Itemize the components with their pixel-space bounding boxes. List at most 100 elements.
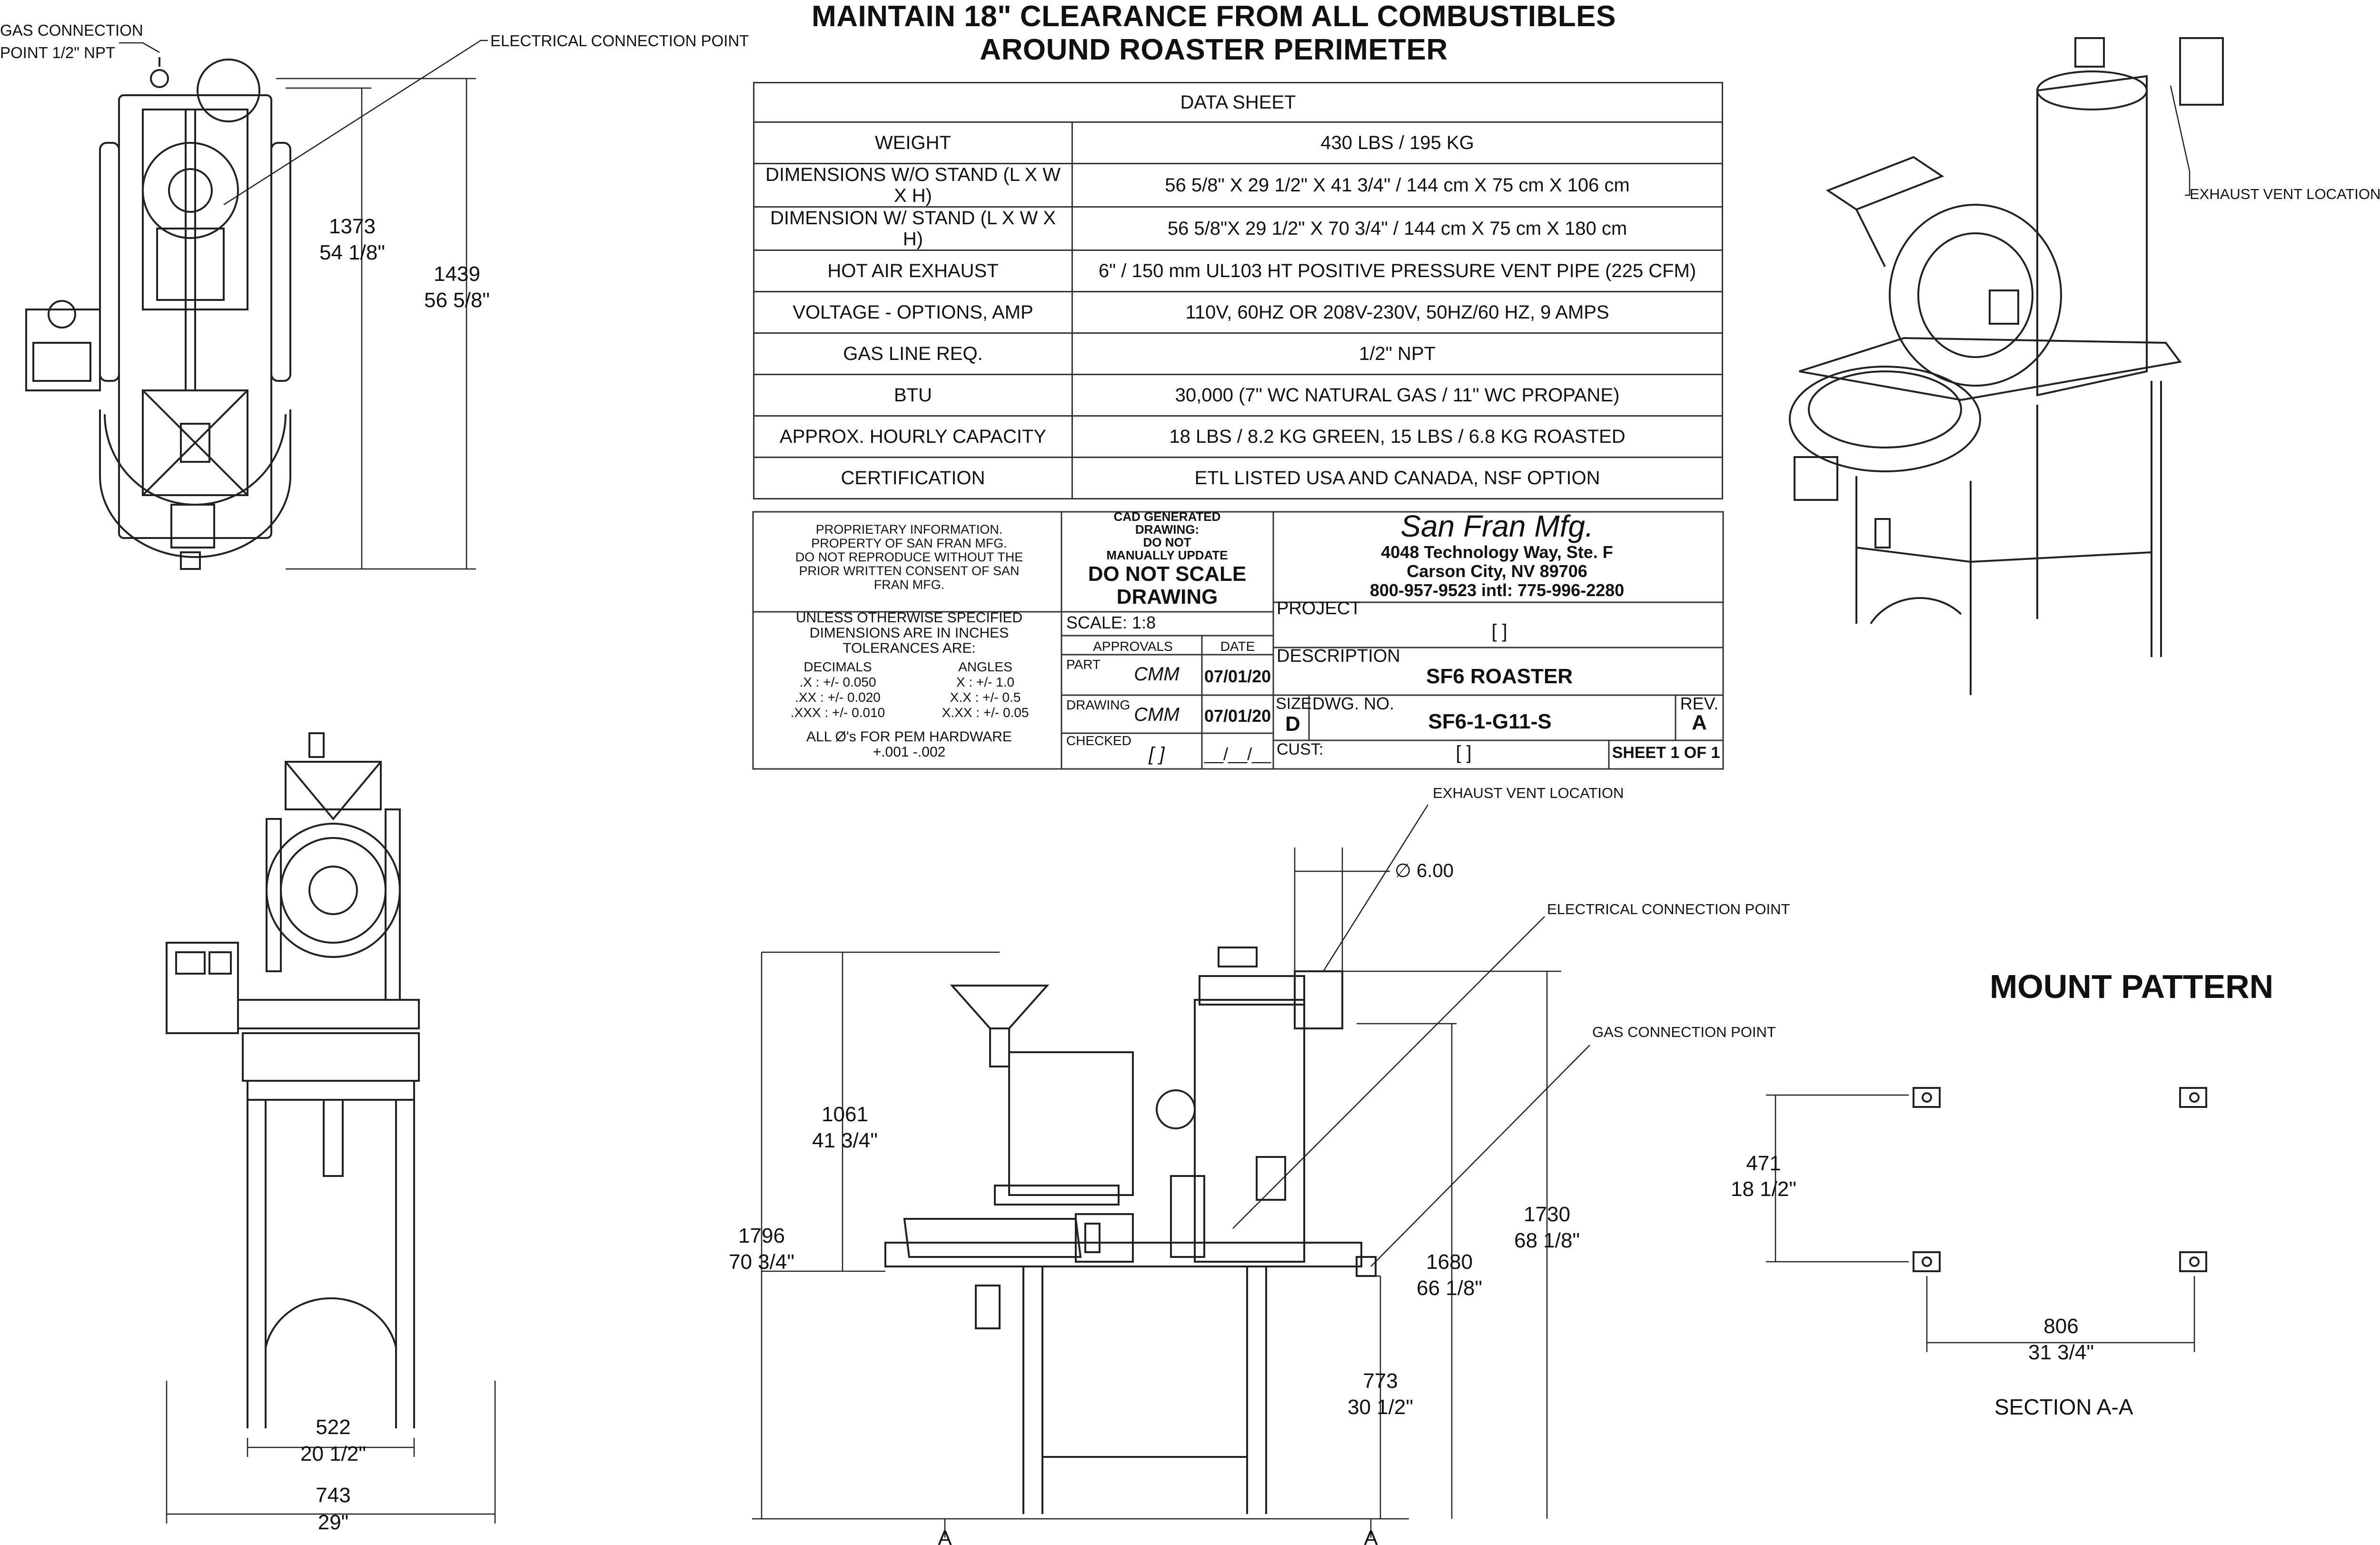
- noscale-line: DO NOT SCALE: [1088, 562, 1247, 586]
- mount-pattern-title: MOUNT PATTERN: [1990, 968, 2274, 1005]
- decimal-row: .XX : +/- 0.020: [795, 690, 881, 705]
- table-row: GAS LINE REQ.1/2" NPT: [753, 332, 1723, 375]
- exhaust-label-iso: EXHAUST VENT LOCATION: [2190, 186, 2380, 202]
- elec-label-top: ELECTRICAL CONNECTION POINT: [490, 32, 749, 50]
- diameter-label: ∅ 6.00: [1395, 860, 1454, 881]
- row-key: VOLTAGE - OPTIONS, AMP: [753, 291, 1073, 334]
- section-marker-left: A: [938, 1526, 952, 1545]
- dim-1439: 1439: [434, 262, 480, 286]
- row-key: HOT AIR EXHAUST: [753, 249, 1073, 292]
- proprietary-note: PROPRIETARY INFORMATION. PROPERTY OF SAN…: [762, 523, 1057, 592]
- tolerance-line: DIMENSIONS ARE IN INCHES: [809, 625, 1009, 641]
- dim-471: 471: [1746, 1152, 1781, 1175]
- dim-1730-in: 68 1/8": [1514, 1229, 1580, 1252]
- row-value: 56 5/8" X 29 1/2" X 41 3/4" / 144 cm X 7…: [1071, 163, 1723, 208]
- cad-note: CAD GENERATED DRAWING: DO NOT MANUALLY U…: [1062, 510, 1272, 562]
- dim-1680: 1680: [1426, 1250, 1473, 1274]
- dim-806: 806: [2043, 1315, 2078, 1338]
- gas-label-1: GAS CONNECTION: [0, 21, 143, 39]
- date-label: DATE: [1220, 639, 1255, 654]
- size-label: SIZE: [1276, 695, 1312, 713]
- row-value: 56 5/8"X 29 1/2" X 70 3/4" / 144 cm X 75…: [1071, 206, 1723, 251]
- data-sheet-title: DATA SHEET: [753, 82, 1723, 123]
- dim-471-in: 18 1/2": [1731, 1177, 1796, 1201]
- cad-line: CAD GENERATED: [1113, 509, 1221, 524]
- gas-label-side: GAS CONNECTION POINT: [1592, 1024, 1776, 1040]
- decimal-row: .XXX : +/- 0.010: [790, 705, 885, 720]
- front-view: [166, 732, 420, 1428]
- sheet-number: SHEET 1 OF 1: [1612, 744, 1720, 762]
- dim-773: 773: [1363, 1369, 1398, 1393]
- decimals-label: DECIMALS: [803, 659, 872, 674]
- proprietary-line: PRIOR WRITTEN CONSENT OF SAN: [799, 564, 1020, 578]
- row-key: DIMENSIONS W/O STAND (L X W X H): [753, 163, 1073, 208]
- cust-label: CUST:: [1277, 740, 1324, 758]
- rev-value: A: [1692, 711, 1707, 734]
- row-value: ETL LISTED USA AND CANADA, NSF OPTION: [1071, 457, 1723, 499]
- angle-row: X.XX : +/- 0.05: [942, 705, 1029, 720]
- drawing-initials: CMM: [1134, 704, 1180, 725]
- address-line: 800-957-9523 intl: 775-996-2280: [1369, 580, 1625, 600]
- header-line-2: AROUND ROASTER PERIMETER: [980, 33, 1448, 66]
- scale-label: SCALE: 1:8: [1066, 613, 1156, 632]
- dim-743: 743: [316, 1484, 350, 1507]
- pem-note: ALL Ø's FOR PEM HARDWARE +.001 -.002: [762, 729, 1057, 760]
- top-view: [25, 57, 291, 570]
- proprietary-line: PROPRIETARY INFORMATION.: [815, 522, 1003, 537]
- dim-806-in: 31 3/4": [2028, 1341, 2094, 1364]
- dwg-no-label: DWG. NO.: [1312, 694, 1394, 713]
- part-label: PART: [1066, 657, 1101, 672]
- dim-1796-in: 70 3/4": [729, 1250, 794, 1274]
- table-row: DIMENSIONS W/O STAND (L X W X H)56 5/8" …: [753, 163, 1723, 208]
- proprietary-line: FRAN MFG.: [873, 578, 945, 592]
- size-value: D: [1285, 712, 1300, 736]
- address-line: Carson City, NV 89706: [1407, 561, 1587, 581]
- part-initials: CMM: [1134, 664, 1180, 685]
- address-line: 4048 Technology Way, Ste. F: [1381, 542, 1613, 562]
- dim-1439-in: 56 5/8": [424, 289, 490, 312]
- angles-block: ANGLES X : +/- 1.0 X.X : +/- 0.5 X.XX : …: [914, 659, 1057, 720]
- part-date: 07/01/20: [1204, 667, 1271, 686]
- tolerance-line: UNLESS OTHERWISE SPECIFIED: [795, 610, 1023, 626]
- cust-value: [ ]: [1456, 742, 1472, 763]
- dim-1373: 1373: [329, 215, 376, 238]
- elec-label-side: ELECTRICAL CONNECTION POINT: [1547, 901, 1790, 917]
- iso-view: [1789, 37, 2224, 695]
- proprietary-line: DO NOT REPRODUCE WITHOUT THE: [795, 550, 1023, 564]
- title-block-grid: [752, 511, 1724, 770]
- description-value: SF6 ROASTER: [1426, 665, 1573, 688]
- dim-1796: 1796: [738, 1224, 785, 1247]
- tolerance-title: UNLESS OTHERWISE SPECIFIED DIMENSIONS AR…: [762, 610, 1057, 656]
- dim-1061: 1061: [822, 1103, 868, 1126]
- cad-line: DRAWING:: [1135, 522, 1200, 537]
- no-scale-note: DO NOT SCALE DRAWING: [1062, 563, 1272, 608]
- row-value: 18 LBS / 8.2 KG GREEN, 15 LBS / 6.8 KG R…: [1071, 415, 1723, 458]
- side-view: [884, 947, 1377, 1514]
- dim-743-in: 29": [318, 1511, 349, 1534]
- row-key: WEIGHT: [753, 121, 1073, 164]
- drawing-date: 07/01/20: [1204, 706, 1271, 726]
- project-value: [ ]: [1491, 621, 1507, 642]
- dim-1373-in: 54 1/8": [319, 241, 385, 264]
- dim-522: 522: [316, 1415, 350, 1439]
- checked-initials: [ ]: [1149, 744, 1165, 765]
- cad-line: MANUALLY UPDATE: [1106, 548, 1228, 562]
- table-row: DIMENSION W/ STAND (L X W X H)56 5/8"X 2…: [753, 206, 1723, 251]
- angles-label: ANGLES: [958, 659, 1012, 674]
- row-value: 110V, 60HZ OR 208V-230V, 50HZ/60 HZ, 9 A…: [1071, 291, 1723, 334]
- cad-line: DO NOT: [1143, 535, 1191, 549]
- description-label: DESCRIPTION: [1277, 646, 1400, 666]
- dim-1061-in: 41 3/4": [812, 1129, 878, 1152]
- clearance-header: MAINTAIN 18" CLEARANCE FROM ALL COMBUSTI…: [714, 0, 1714, 67]
- exhaust-label-side: EXHAUST VENT LOCATION: [1433, 785, 1624, 801]
- header-line-1: MAINTAIN 18" CLEARANCE FROM ALL COMBUSTI…: [812, 0, 1616, 33]
- dim-1730: 1730: [1524, 1203, 1570, 1226]
- checked-label: CHECKED: [1066, 733, 1131, 748]
- row-key: BTU: [753, 374, 1073, 417]
- mount-pattern: [1913, 1087, 2207, 1272]
- gas-label-2: POINT 1/2" NPT: [0, 44, 115, 61]
